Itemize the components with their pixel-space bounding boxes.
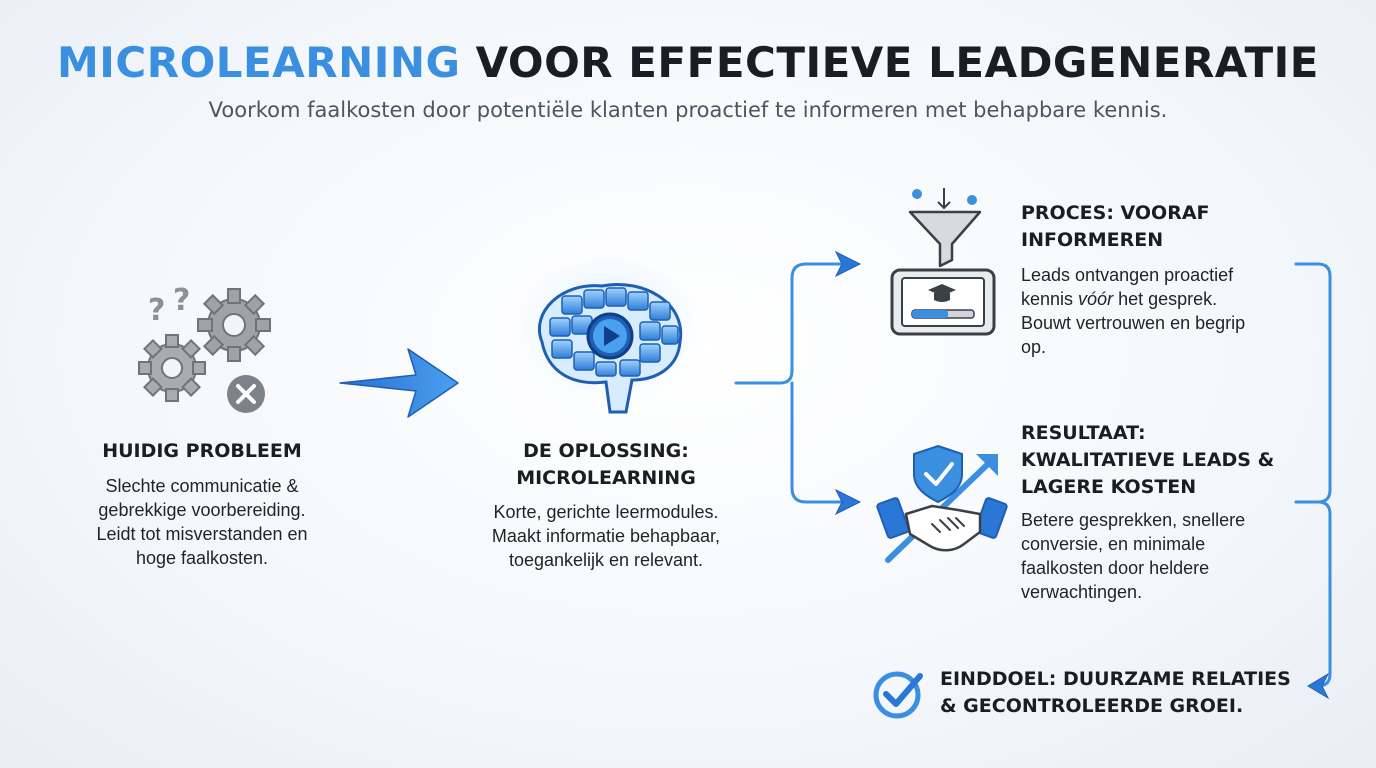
solution-line: Maakt informatie behapbaar, bbox=[491, 526, 721, 546]
result-description: Betere gesprekken, snellere conversie, e… bbox=[1021, 508, 1301, 604]
solution-description: Korte, gerichte leermodules. Maakt infor… bbox=[456, 500, 756, 572]
process-emphasis: vóór bbox=[1078, 289, 1114, 309]
process-line: kennis vóór het gesprek. bbox=[1021, 287, 1291, 311]
brain-microlearning-icon bbox=[515, 259, 705, 414]
big-arrow-icon bbox=[339, 348, 459, 418]
process-line: op. bbox=[1021, 337, 1047, 357]
solution-line: toegankelijk en relevant. bbox=[508, 550, 704, 570]
solution-title: DE OPLOSSING: MICROLEARNING bbox=[476, 438, 736, 492]
process-title-line: PROCES: VOORAF bbox=[1021, 202, 1210, 224]
problem-line: gebrekkige voorbereiding. bbox=[98, 500, 306, 520]
result-title-line: LAGERE KOSTEN bbox=[1021, 476, 1197, 498]
problem-title: HUIDIG PROBLEEM bbox=[102, 440, 302, 462]
branch-connector bbox=[734, 250, 862, 516]
page-subtitle: Voorkom faalkosten door potentiële klant… bbox=[208, 98, 1168, 122]
page-title: MICROLEARNING VOOR EFFECTIEVE LEADGENERA… bbox=[0, 38, 1376, 87]
problem-line: Leidt tot misverstanden en bbox=[96, 524, 308, 544]
solution-title-line: MICROLEARNING bbox=[516, 467, 696, 489]
problem-description: Slechte communicatie & gebrekkige voorbe… bbox=[52, 474, 352, 570]
check-circle-icon bbox=[873, 671, 923, 719]
svg-text:?: ? bbox=[148, 293, 165, 328]
problem-line: Slechte communicatie & bbox=[105, 476, 299, 496]
process-description: Leads ontvangen proactief kennis vóór he… bbox=[1021, 263, 1291, 359]
goal-connector bbox=[1294, 262, 1332, 700]
result-line: verwachtingen. bbox=[1021, 582, 1143, 602]
result-title-line: RESULTAAT: bbox=[1021, 422, 1146, 444]
svg-text:?: ? bbox=[173, 283, 190, 318]
result-title: RESULTAAT: KWALITATIEVE LEADS & LAGERE K… bbox=[1021, 420, 1311, 501]
goal-text: EINDDOEL: DUURZAME RELATIES & GECONTROLE… bbox=[940, 666, 1310, 720]
title-highlight: MICROLEARNING bbox=[56, 38, 461, 87]
goal-line: EINDDOEL: DUURZAME RELATIES bbox=[940, 668, 1291, 690]
process-text: het gesprek. bbox=[1113, 289, 1218, 309]
handshake-shield-icon bbox=[876, 444, 1008, 563]
solution-line: Korte, gerichte leermodules. bbox=[493, 502, 719, 522]
problem-line: hoge faalkosten. bbox=[135, 548, 269, 568]
process-line: Bouwt vertrouwen en begrip bbox=[1021, 313, 1246, 333]
process-title-line: INFORMEREN bbox=[1021, 229, 1164, 251]
result-line: Betere gesprekken, snellere bbox=[1021, 510, 1246, 530]
result-title-line: KWALITATIEVE LEADS & bbox=[1021, 449, 1275, 471]
solution-title-line: DE OPLOSSING: bbox=[523, 440, 689, 462]
result-line: conversie, en minimale bbox=[1021, 534, 1206, 554]
goal-line: & GECONTROLEERDE GROEI. bbox=[940, 695, 1244, 717]
funnel-tablet-icon bbox=[890, 188, 996, 336]
process-line: Leads ontvangen proactief bbox=[1021, 265, 1234, 285]
gears-problem-icon: ? ? bbox=[138, 283, 271, 413]
process-text: kennis bbox=[1021, 289, 1079, 309]
title-rest: VOOR EFFECTIEVE LEADGENERATIE bbox=[460, 38, 1319, 87]
result-line: faalkosten door heldere bbox=[1021, 558, 1210, 578]
process-title: PROCES: VOORAF INFORMEREN bbox=[1021, 200, 1281, 254]
